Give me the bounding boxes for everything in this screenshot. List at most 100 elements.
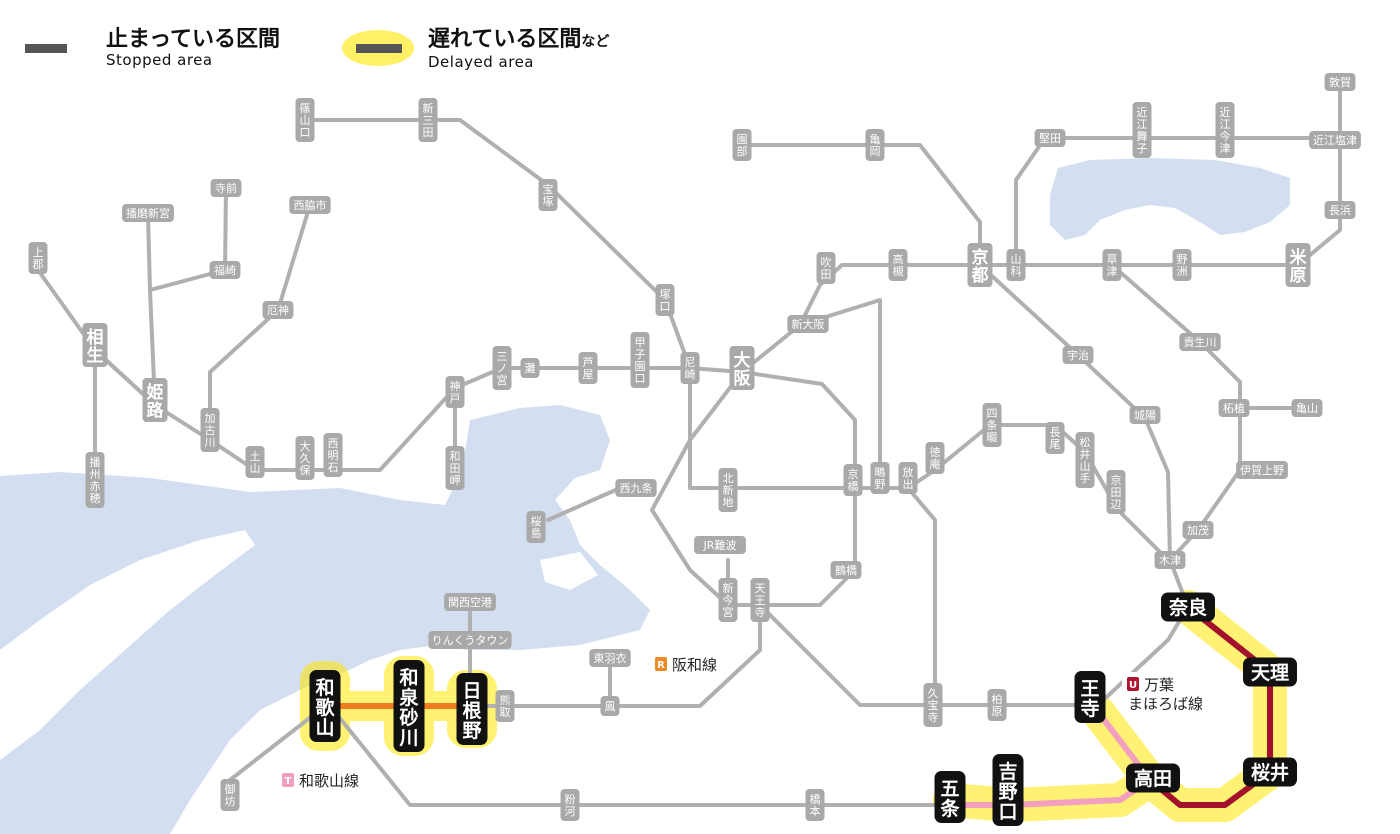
station-label: 福崎	[214, 263, 236, 277]
port-island	[540, 552, 598, 590]
station-box	[444, 593, 496, 611]
station-box	[209, 261, 241, 279]
station-box	[718, 578, 738, 622]
station-kokawa: 粉河	[560, 789, 580, 821]
station-hineno: 日根野	[456, 673, 488, 745]
station-box	[492, 346, 512, 390]
manyo-line-badge: U 万葉 まほろば線	[1122, 672, 1238, 714]
station-label: 加古川	[205, 412, 216, 449]
station-yamashina: 山科	[1006, 249, 1026, 281]
station-maibara: 米原	[1285, 243, 1311, 287]
station-box	[1074, 671, 1106, 723]
awaji-island	[0, 530, 255, 760]
station-aioi: 相生	[82, 323, 108, 367]
station-box	[923, 683, 943, 727]
station-label: 堅田	[1039, 132, 1061, 145]
station-label: 柘植	[1223, 401, 1245, 415]
legend-stopped-title: 止まっている区間	[106, 27, 281, 52]
legend-delayed-suffix: など	[581, 34, 610, 50]
station-label: 新今宮	[723, 581, 734, 619]
station-label: 松井山手	[1080, 435, 1091, 485]
station-label: 相生	[87, 327, 104, 366]
station-tsuruga: 敦賀	[1324, 73, 1356, 91]
station-yasu: 野洲	[1172, 249, 1192, 281]
hanwa-badge-letter: R	[657, 660, 665, 671]
station-gojo: 五条	[934, 771, 966, 823]
station-label: 四条畷	[987, 407, 998, 444]
station-box	[729, 346, 755, 390]
station-box	[1218, 399, 1250, 417]
station-sakurai: 桜井	[1243, 757, 1297, 787]
line-bantan	[148, 188, 228, 407]
station-oji: 王寺	[1074, 671, 1106, 723]
station-box	[295, 436, 315, 480]
line-kishin	[146, 213, 152, 292]
station-kyoto: 京都	[967, 243, 993, 287]
station-label: 伊賀上野	[1240, 464, 1284, 477]
legend-delayed-sub: Delayed area	[428, 53, 534, 71]
station-box	[1132, 102, 1152, 158]
station-box	[323, 433, 343, 477]
legend-delayed-title-wrap: 遅れている区間など	[428, 28, 609, 54]
station-box	[589, 649, 631, 667]
station-label: 王寺	[1080, 678, 1099, 720]
station-sasayamaguchi: 篠山口	[295, 98, 315, 142]
station-label: 柏原	[992, 692, 1003, 718]
station-box	[992, 754, 1024, 826]
line-gakken	[906, 423, 1170, 562]
station-harimashingu: 播磨新宮	[122, 204, 174, 222]
station-label: 土山	[250, 450, 261, 475]
station-label: 鴫野	[875, 465, 886, 491]
station-label: 新三田	[423, 101, 434, 139]
station-label: 久宝寺	[928, 687, 939, 724]
station-label: 京田辺	[1111, 473, 1122, 511]
station-label: 粉河	[565, 793, 576, 818]
station-box	[816, 252, 836, 284]
station-box	[1215, 102, 1235, 158]
station-label: 近江今津	[1220, 106, 1231, 155]
station-box	[987, 689, 1007, 721]
station-yakujin: 厄神	[262, 301, 294, 319]
station-box	[1126, 763, 1180, 793]
station-box	[1324, 201, 1356, 219]
station-label: 大久保	[300, 439, 311, 477]
station-label: 芦屋	[583, 356, 594, 381]
station-amagasaki: 尼崎	[680, 352, 700, 384]
station-label: 長尾	[1050, 426, 1061, 451]
station-label: 西九条	[620, 481, 653, 495]
station-label: 宇治	[1067, 348, 1089, 362]
manyo-line-name-1: 万葉	[1144, 676, 1174, 694]
station-omiimazu: 近江今津	[1215, 102, 1235, 158]
station-label: 園部	[737, 133, 748, 158]
station-box	[830, 561, 862, 579]
station-label: 桜島	[531, 514, 542, 540]
station-label: 三ノ宮	[497, 350, 508, 387]
station-box	[805, 789, 825, 821]
station-box	[982, 403, 1002, 447]
station-box	[967, 243, 993, 287]
station-label: 高槻	[893, 252, 904, 278]
station-label: 京橋	[848, 467, 859, 493]
station-label: 寺前	[215, 181, 237, 195]
station-label: 奈良	[1168, 596, 1207, 619]
line-shinosaka-branch	[798, 298, 910, 490]
station-nishikujo: 西九条	[615, 479, 657, 497]
station-gobo: 御坊	[220, 779, 240, 811]
station-box	[526, 511, 546, 543]
station-tennoji: 天王寺	[750, 578, 770, 622]
station-box	[1075, 432, 1095, 488]
station-box	[1243, 657, 1297, 687]
station-label: 播磨新宮	[126, 206, 170, 220]
line-hokuriku	[1296, 138, 1342, 267]
station-label: 天王寺	[755, 582, 766, 619]
station-kyotanabe: 京田辺	[1106, 470, 1126, 514]
station-kibukawa: 貴生川	[1179, 333, 1221, 351]
station-box	[495, 690, 515, 722]
station-box	[262, 301, 294, 319]
station-box	[750, 578, 770, 622]
station-box	[538, 179, 558, 211]
station-label: 塚口	[660, 288, 671, 313]
station-box	[680, 352, 700, 384]
station-box	[289, 196, 331, 214]
